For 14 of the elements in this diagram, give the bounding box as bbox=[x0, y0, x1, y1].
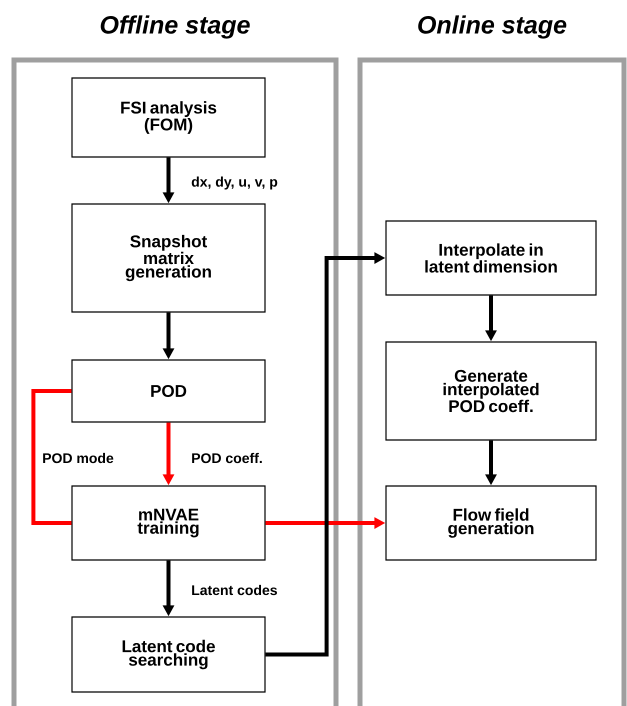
edge-label: Latent codes bbox=[192, 584, 277, 596]
process-box: POD bbox=[71, 359, 266, 423]
process-box: Snapshot matrix generation bbox=[71, 203, 266, 313]
edge-label: POD coeff. bbox=[192, 452, 262, 464]
edge-label: POD mode bbox=[43, 452, 114, 464]
stage-heading: Online stage bbox=[418, 15, 566, 39]
process-box: FSI analysis (FOM) bbox=[71, 77, 266, 158]
edge-label: dx, dy, u, v, p bbox=[192, 176, 278, 190]
process-box: Latent code searching bbox=[71, 616, 266, 693]
process-box: mNVAE training bbox=[71, 485, 266, 561]
process-box: Flow field generation bbox=[385, 485, 597, 561]
process-box: Generate interpolated POD coeff. bbox=[385, 341, 597, 441]
stage-heading: Offline stage bbox=[100, 15, 250, 39]
process-box: Interpolate in latent dimension bbox=[385, 220, 597, 296]
